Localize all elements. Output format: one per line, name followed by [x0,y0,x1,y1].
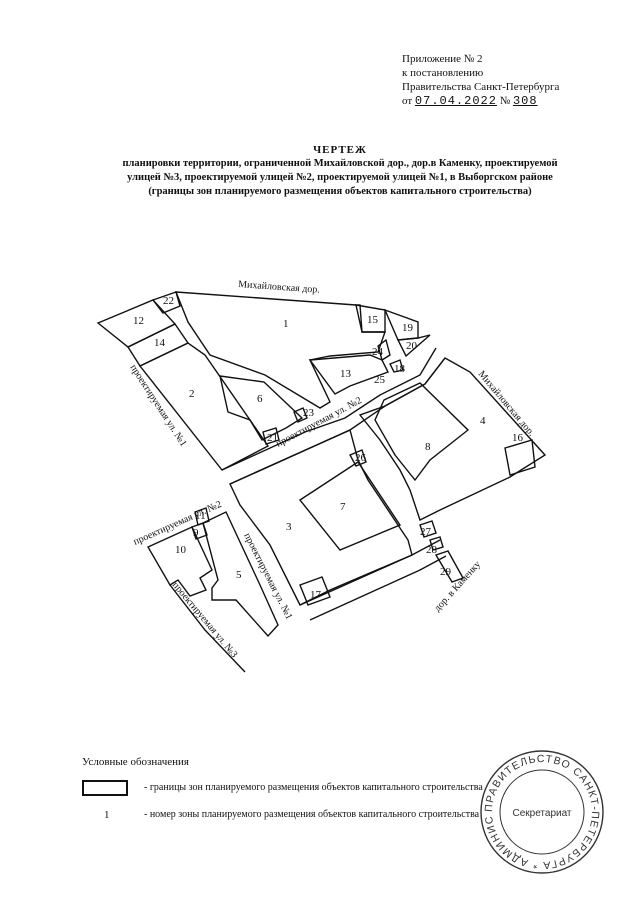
decree-date: 07.04.2022 [414,94,497,108]
zone-label-5: 5 [236,569,242,581]
ul1-lower-edge-b [309,555,447,621]
zone-label-29: 29 [440,566,452,578]
decree-number: 308 [512,94,538,108]
zone-boundary-11 [194,507,210,526]
zone-boundary-22 [151,291,181,314]
zone-boundary-27 [419,520,437,538]
zone-label-28: 28 [426,544,438,556]
zone-boundary-5 [202,511,279,638]
street-proj-2-upper: проектируемая ул. №2 [274,395,363,450]
title-heading: ЧЕРТЕЖ [313,144,367,156]
zone-label-23: 23 [303,407,315,419]
zone-boundary-20 [396,334,431,358]
street-proj-3: проектируемая ул. №3 [170,580,240,660]
zone-boundary-28 [429,536,444,551]
zone-label-11: 11 [195,510,206,522]
ul2-upper-edge-a [221,347,437,471]
title-line-2: улицей №3, проектируемой улицей №2, прое… [127,172,553,183]
street-mikhailovskaya-right: Михайловская дор. [476,369,537,439]
ul3-edge [169,584,246,673]
zone-boundary-7 [298,461,402,551]
zone-label-20: 20 [406,340,418,352]
zone-label-19: 19 [402,322,414,334]
zone-boundary-3 [229,429,413,606]
zone-label-22: 22 [163,295,174,307]
zone-boundary-10 [147,526,213,597]
zone-label-14: 14 [154,337,166,349]
zone-boundary-26 [349,449,367,467]
street-proj-2-lower: проектируемая ул. №2 [132,499,224,548]
street-mikhailovskaya-top: Михайловская дор. [238,279,320,296]
legend-number-sample: 1 [104,809,110,821]
title-line-3: (границы зон планируемого размещения объ… [148,186,532,197]
zone-boundary-24 [377,338,391,362]
zone-label-18: 18 [394,363,406,375]
zone-boundary-15 [355,304,386,333]
zone-label-3: 3 [286,521,292,533]
zone-boundary-21 [262,427,280,445]
street-labels: Михайловская дор. Михайловская дор. прое… [127,279,536,660]
zone-label-24: 24 [372,346,384,358]
number-prefix: № [499,95,511,107]
zone-label-25: 25 [374,374,386,386]
zone-boundary-23 [293,407,308,423]
zone-label-4: 4 [480,415,486,427]
zone-label-12: 12 [133,315,144,327]
appendix-line-2: к постановлению [402,67,484,79]
street-proj-1-lower: проектируемая ул. №1 [241,531,294,621]
zone-boundary-1 [174,291,386,409]
zone-label-10: 10 [175,544,187,556]
title-line-1: планировки территории, ограниченной Миха… [122,158,558,169]
zone-label-26: 26 [355,452,367,464]
zone-label-7: 7 [340,501,346,513]
ul1-lower-edge [299,539,441,606]
zone-boundary-2 [138,342,270,471]
zone-label-8: 8 [425,441,431,453]
street-proj-1-left: проектируемая ул. №1 [127,363,188,449]
zone-boundary-17 [299,576,331,606]
legend-title: Условные обозначения [82,756,189,768]
legend-boundary-symbol [82,780,128,796]
legend-boundary-text: - границы зон планируемого размещения об… [144,782,483,793]
zone-label-1: 1 [283,318,289,330]
appendix-block: Приложение № 2 к постановлению Правитель… [402,52,559,108]
zone-boundary-16 [504,439,536,476]
zone-label-21: 21 [267,432,278,444]
zone-label-13: 13 [340,368,352,380]
date-prefix: от [402,95,413,107]
appendix-line-1: Приложение № 2 [402,53,483,65]
zone-label-15: 15 [367,314,379,326]
zone-labels: 1 2 3 4 5 6 7 8 9 10 11 12 13 14 15 16 1… [133,295,524,601]
zone-label-17: 17 [310,589,322,601]
zone-label-9: 9 [193,527,199,539]
appendix-date-line: от 07.04.2022 № 308 [402,94,559,108]
zone-boundary-29 [434,550,465,583]
zone-boundary-18 [389,359,404,373]
zone-boundary-8 [374,382,470,482]
official-stamp: ПРАВИТЕЛЬСТВО САНКТ-ПЕТЕРБУРГА * АДМИНИС… [478,748,604,874]
zone-label-16: 16 [512,432,524,444]
zone-label-6: 6 [257,393,263,405]
zone-label-2: 2 [189,388,195,400]
zone-boundary-6 [219,375,304,441]
drawing-title: ЧЕРТЕЖ планировки территории, ограниченн… [60,143,620,199]
stamp-center-text: Секретариат [512,808,571,819]
zone-boundary-13 [308,354,389,395]
zone-label-27: 27 [420,526,432,538]
zone-boundary-4 [358,357,547,521]
appendix-line-3: Правительства Санкт-Петербурга [402,81,560,93]
legend-number-text: - номер зоны планируемого размещения объ… [144,809,480,820]
